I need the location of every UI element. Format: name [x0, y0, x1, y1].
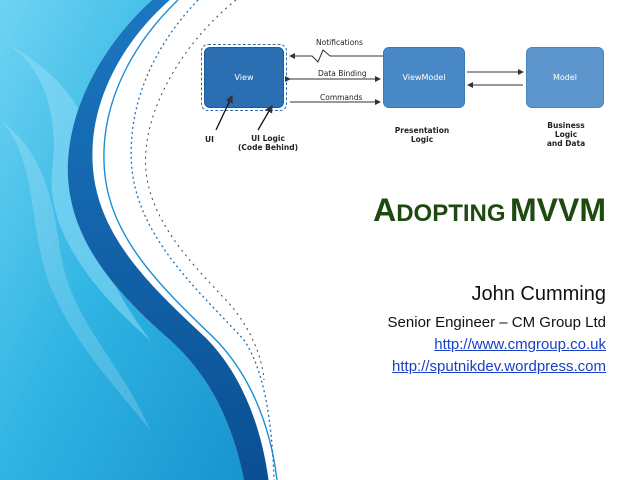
title-second-word: MVVM [510, 192, 606, 228]
company-website-link[interactable]: http://www.cmgroup.co.uk [434, 336, 606, 353]
business-logic-label: Business Logic and Data [538, 121, 594, 148]
presentation-logic-line-2: Logic [410, 135, 434, 144]
ui-logic-label: UI Logic (Code Behind) [238, 134, 298, 152]
view-box: View [204, 47, 284, 108]
model-box-label: Model [552, 73, 578, 82]
ui-pointer-arrow [215, 94, 233, 131]
business-logic-line-1: Business [547, 121, 585, 130]
presentation-logic-label: Presentation Logic [390, 126, 454, 144]
slide-title: ADOPTING MVVM [373, 192, 606, 229]
presenter-name: John Cumming [471, 283, 606, 305]
ui-logic-line-2: (Code Behind) [238, 143, 298, 152]
ui-logic-line-1: UI Logic [251, 134, 285, 143]
business-logic-line-2: Logic [554, 130, 578, 139]
viewmodel-box-label: ViewModel [402, 73, 446, 82]
view-box-label: View [234, 73, 254, 82]
title-first-capital: A [373, 192, 397, 228]
business-logic-line-3: and Data [546, 139, 586, 148]
presentation-logic-line-1: Presentation [394, 126, 450, 135]
commands-label: Commands [320, 93, 363, 102]
ui-logic-pointer-arrow [257, 104, 273, 131]
blog-link[interactable]: http://sputnikdev.wordpress.com [392, 358, 606, 375]
notifications-label: Notifications [316, 38, 363, 47]
model-box: Model [526, 47, 604, 108]
ui-label: UI [205, 135, 214, 144]
data-binding-label: Data Binding [318, 69, 367, 78]
viewmodel-box: ViewModel [383, 47, 465, 108]
title-first-rest: DOPTING [396, 200, 506, 227]
presenter-role: Senior Engineer – CM Group Ltd [387, 314, 606, 331]
notifications-arrow [289, 49, 383, 63]
